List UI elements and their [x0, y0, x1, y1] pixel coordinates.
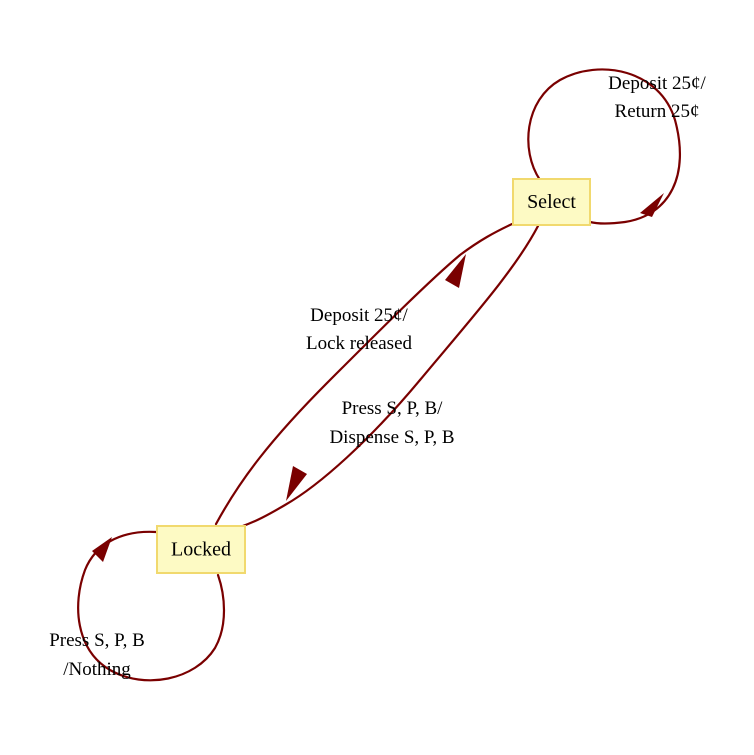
edge-label-select-self-line1: Deposit 25¢/ [608, 73, 706, 94]
edge-label-select-to-locked-line1: Press S, P, B/ [342, 398, 444, 419]
state-box [156, 525, 246, 574]
edge-label-select-self-line2: Return 25¢ [615, 101, 700, 122]
edge-label-locked-self-line1: Press S, P, B [49, 630, 145, 651]
arrowhead-icon [286, 466, 307, 501]
edge-line [238, 224, 540, 529]
edge-line [214, 222, 514, 526]
edge-locked-to-select [214, 222, 514, 526]
state-select[interactable]: Select [512, 178, 591, 226]
edge-label-select-to-locked-line2: Dispense S, P, B [329, 427, 454, 448]
edge-label-locked-to-select-line1: Deposit 25¢/ [310, 305, 408, 326]
arrowhead-icon [92, 537, 112, 562]
state-locked[interactable]: Locked [156, 525, 246, 574]
edge-line [527, 68, 682, 225]
edge-select-to-locked [238, 224, 540, 529]
edge-locked-self-loop [77, 530, 226, 682]
state-box [512, 178, 591, 226]
edge-label-locked-self-line2: /Nothing [63, 659, 131, 680]
edge-select-self-loop [527, 68, 682, 225]
state-label: Select [527, 191, 576, 213]
edge-label-locked-to-select-line2: Lock released [306, 333, 413, 354]
arrowhead-icon [445, 254, 466, 288]
arrowhead-icon [640, 193, 664, 217]
state-label: Locked [171, 539, 231, 561]
